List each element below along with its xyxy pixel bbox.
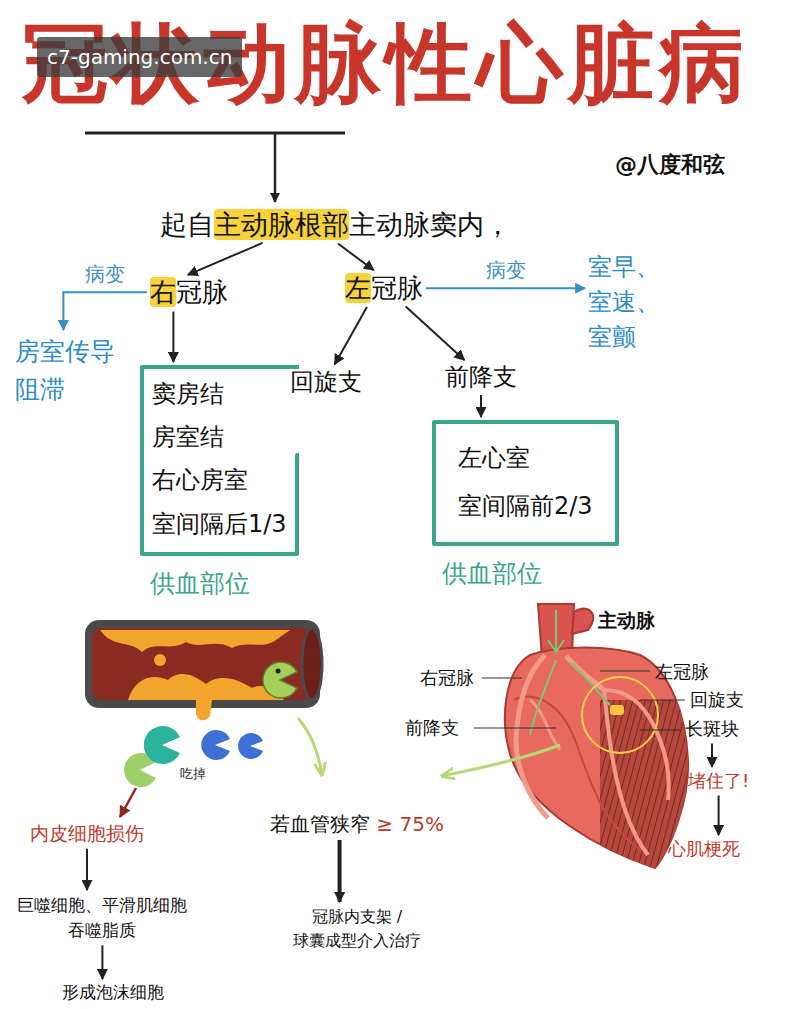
node-text: 心肌梗死 xyxy=(668,838,740,861)
condition-node: 若血管狭窄 ≥ 75% xyxy=(270,812,444,837)
node-text: 左心室 xyxy=(458,434,593,482)
connector-arrow xyxy=(480,395,482,417)
box-border xyxy=(434,422,617,544)
plaque-node: 长斑块 xyxy=(685,718,739,741)
part-label: 前降支 xyxy=(405,716,459,740)
node-text: 回旋支 xyxy=(290,367,362,397)
supply-box: 窦房结房室结右心房室室间隔后1/3 供血部位 xyxy=(140,365,299,599)
connector-arrow xyxy=(335,307,367,364)
node-text: 长斑块 xyxy=(685,718,739,741)
connector-arrow xyxy=(406,307,465,360)
artery-node: 右冠脉 xyxy=(150,276,228,309)
box-caption: 供血部位 xyxy=(442,558,619,589)
node-text: 冠脉内支架 /球囊成型介入治疗 xyxy=(280,905,434,953)
node-text: 左冠脉 xyxy=(345,272,423,305)
connector-arrow xyxy=(338,840,342,902)
node-text: 巨噬细胞、平滑肌细胞吞噬脂质 xyxy=(14,893,191,942)
edge-label: 病变 xyxy=(83,261,127,288)
part-label: 主动脉 xyxy=(598,608,655,634)
node-text: 室早、室速、室颤 xyxy=(588,250,665,354)
supply-box: 左心室室间隔前2/3 供血部位 xyxy=(432,420,619,589)
artery-node: 左冠脉 xyxy=(345,272,423,305)
title-underline xyxy=(85,132,345,135)
node-text: 起自主动脉根部主动脉窦内， xyxy=(160,208,511,242)
part-label: 回旋支 xyxy=(690,688,744,712)
connector-arrow xyxy=(718,796,720,836)
lesion-node: 室早、室速、室颤 xyxy=(588,250,665,354)
node-text: 形成泡沫细胞 xyxy=(62,982,164,1003)
connector-arrow xyxy=(711,744,713,768)
title-arrow xyxy=(274,134,277,202)
part-label: 左冠脉 xyxy=(655,660,709,684)
artery-illustration xyxy=(85,620,322,817)
watermark: c7-gaming.com.cn xyxy=(37,37,242,77)
outcome-node: 堵住了! xyxy=(688,770,749,793)
node-text: 房室传导阻滞 xyxy=(15,333,123,408)
heart-illustration xyxy=(442,604,700,880)
box-outline xyxy=(432,420,619,546)
source-node: 起自主动脉根部主动脉窦内， xyxy=(160,208,511,242)
part-label: 右冠脉 xyxy=(420,666,474,690)
node-text: 内皮细胞损伤 xyxy=(30,822,144,846)
node-text: 前降支 xyxy=(445,362,517,392)
node-text: 右冠脉 xyxy=(150,276,228,309)
edge-label: 病变 xyxy=(484,257,528,284)
node-text: 室间隔后1/3 xyxy=(152,503,287,546)
connector-arrow xyxy=(426,287,585,289)
connector-arrow xyxy=(86,849,88,890)
connector-arrow xyxy=(172,312,174,363)
branch-node: 前降支 xyxy=(445,362,517,392)
process-node: 形成泡沫细胞 xyxy=(62,982,164,1003)
connector-arrow xyxy=(338,244,374,271)
box-caption: 供血部位 xyxy=(150,568,299,599)
outcome-node: 心肌梗死 xyxy=(668,838,740,861)
node-text: 堵住了! xyxy=(688,770,749,793)
node-text: 房室结 xyxy=(152,416,287,459)
node-text: 窦房结 xyxy=(152,373,287,416)
treatment-node: 冠脉内支架 /球囊成型介入治疗 xyxy=(280,905,434,953)
eat-label: 吃掉 xyxy=(180,765,206,783)
node-text: 右心房室 xyxy=(152,459,287,502)
process-node: 内皮细胞损伤 xyxy=(30,822,144,846)
author-handle: @八度和弦 xyxy=(615,150,725,180)
lesion-node: 房室传导阻滞 xyxy=(15,333,123,408)
connector-arrow xyxy=(63,292,147,330)
connector-arrow xyxy=(101,945,103,979)
node-text: 若血管狭窄 ≥ 75% xyxy=(270,812,444,837)
process-node: 巨噬细胞、平滑肌细胞吞噬脂质 xyxy=(14,893,191,942)
connector-arrow xyxy=(188,243,263,275)
node-text: 室间隔前2/3 xyxy=(458,482,593,530)
box-border xyxy=(142,367,299,554)
branch-node: 回旋支 xyxy=(290,367,362,397)
